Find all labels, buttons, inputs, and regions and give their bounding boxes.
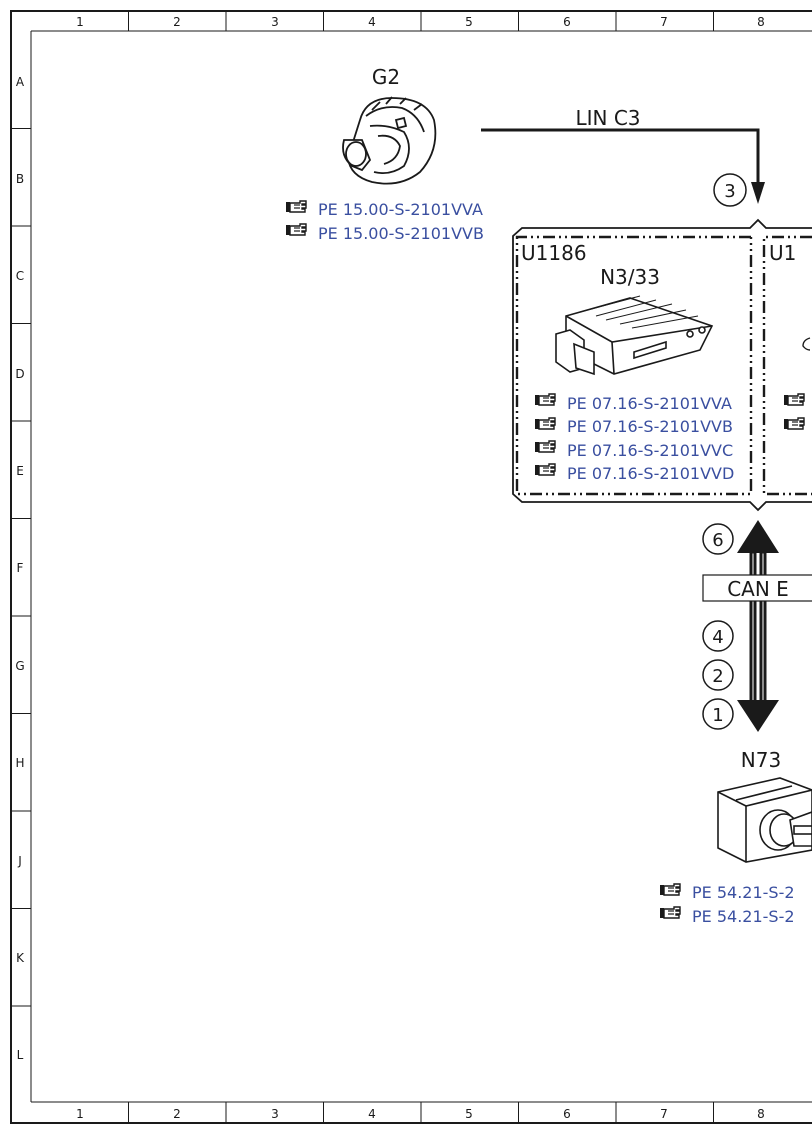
marker-2: 2 — [712, 666, 723, 687]
column-label: 4 — [368, 1107, 376, 1121]
pointing-hand-icon — [285, 200, 307, 213]
ignition-switch-icon — [717, 777, 812, 863]
component-second-unit[interactable]: U1 — [769, 241, 811, 430]
column-label: 5 — [465, 15, 473, 29]
column-label: 3 — [271, 15, 279, 29]
g2-refs: PE 15.00-S-2101VVA PE 15.00-S-2101VVB — [285, 200, 484, 243]
row-label: C — [16, 269, 24, 283]
column-dividers-bottom — [128, 1102, 714, 1123]
arrow-down-icon — [751, 182, 765, 204]
lin-c3-connection: LIN C3 3 — [481, 106, 765, 207]
column-label: 6 — [563, 15, 571, 29]
pointing-hand-icon — [659, 883, 681, 896]
n3-33-ref-link[interactable]: PE 07.16-S-2101VVD — [567, 464, 734, 483]
column-label: 7 — [660, 15, 668, 29]
n73-ref-link[interactable]: PE 54.21-S-2 — [692, 883, 795, 902]
row-label: J — [17, 854, 22, 868]
n3-33-refs: PE 07.16-S-2101VVA PE 07.16-S-2101VVB PE… — [534, 393, 734, 483]
n3-33-ref-link[interactable]: PE 07.16-S-2101VVA — [567, 394, 732, 413]
pointing-hand-icon — [534, 393, 556, 406]
marker-1: 1 — [712, 705, 723, 726]
column-label: 8 — [757, 1107, 765, 1121]
pointing-hand-icon — [783, 393, 805, 406]
component-n3-33[interactable]: U1186 N3/33 PE 07.16-S-2101VVA PE 07.16-… — [521, 241, 734, 483]
component-n73[interactable]: N73 PE 54.21-S-2 PE 54.21-S-2 — [659, 748, 812, 926]
row-label: E — [16, 464, 24, 478]
n3-33-ref-link[interactable]: PE 07.16-S-2101VVB — [567, 417, 733, 436]
g2-label: G2 — [372, 65, 400, 89]
lin-c3-label: LIN C3 — [575, 106, 640, 130]
pointing-hand-icon — [285, 223, 307, 236]
n3-33-label: N3/33 — [600, 265, 660, 289]
marker-circle — [702, 698, 734, 730]
row-label: D — [15, 367, 24, 381]
marker-4: 4 — [712, 627, 723, 648]
component-g2[interactable]: G2 PE 15.00-S-2101VVA PE 15.00-S-2101VVB — [285, 65, 484, 243]
pointing-hand-icon — [534, 440, 556, 453]
row-label: A — [16, 75, 25, 89]
second-unit-label: U1 — [769, 241, 796, 265]
row-label: K — [16, 951, 25, 965]
row-labels: A B C D E F G H J K L — [15, 75, 25, 1062]
arrow-up-icon — [737, 520, 779, 553]
column-label: 8 — [757, 15, 765, 29]
n73-label: N73 — [741, 748, 781, 772]
pointing-hand-icon — [783, 417, 805, 430]
row-label: H — [15, 756, 24, 770]
row-label: G — [15, 659, 24, 673]
column-label: 3 — [271, 1107, 279, 1121]
n73-ref-link[interactable]: PE 54.21-S-2 — [692, 907, 795, 926]
arrow-down-icon — [737, 700, 779, 732]
pointing-hand-icon — [534, 417, 556, 430]
column-labels-bottom: 1 2 3 4 5 6 7 8 — [76, 1107, 765, 1121]
column-label: 7 — [660, 1107, 668, 1121]
column-label: 6 — [563, 1107, 571, 1121]
n3-33-ref-link[interactable]: PE 07.16-S-2101VVC — [567, 441, 733, 460]
marker-circle — [702, 659, 734, 691]
control-unit-enclosure — [512, 218, 812, 512]
column-label: 2 — [173, 1107, 181, 1121]
column-label: 1 — [76, 15, 84, 29]
row-label: F — [17, 561, 24, 575]
ecu-icon — [555, 295, 714, 376]
row-label: L — [17, 1048, 24, 1062]
pointing-hand-icon — [534, 463, 556, 476]
marker-3: 3 — [724, 181, 735, 202]
can-e-label-box — [702, 574, 812, 602]
column-label: 5 — [465, 1107, 473, 1121]
g2-ref-link[interactable]: PE 15.00-S-2101VVA — [318, 200, 483, 219]
pointing-hand-icon — [659, 906, 681, 919]
row-label: B — [16, 172, 24, 186]
column-label: 2 — [173, 15, 181, 29]
ecu-icon — [802, 337, 811, 351]
marker-circle — [713, 173, 747, 207]
column-labels-top: 1 2 3 4 5 6 7 8 — [76, 15, 765, 29]
column-dividers-top — [128, 11, 714, 31]
can-e-label: CAN E — [727, 577, 789, 601]
alternator-icon — [342, 96, 437, 185]
row-dividers — [11, 128, 31, 1007]
column-label: 1 — [76, 1107, 84, 1121]
marker-circle — [702, 523, 734, 555]
marker-6: 6 — [712, 530, 723, 551]
g2-ref-link[interactable]: PE 15.00-S-2101VVB — [318, 224, 484, 243]
can-e-connection: CAN E 6 4 2 1 — [702, 520, 812, 732]
column-label: 4 — [368, 15, 376, 29]
marker-circle — [702, 620, 734, 652]
n73-refs: PE 54.21-S-2 PE 54.21-S-2 — [659, 883, 795, 926]
u1186-label: U1186 — [521, 241, 587, 265]
